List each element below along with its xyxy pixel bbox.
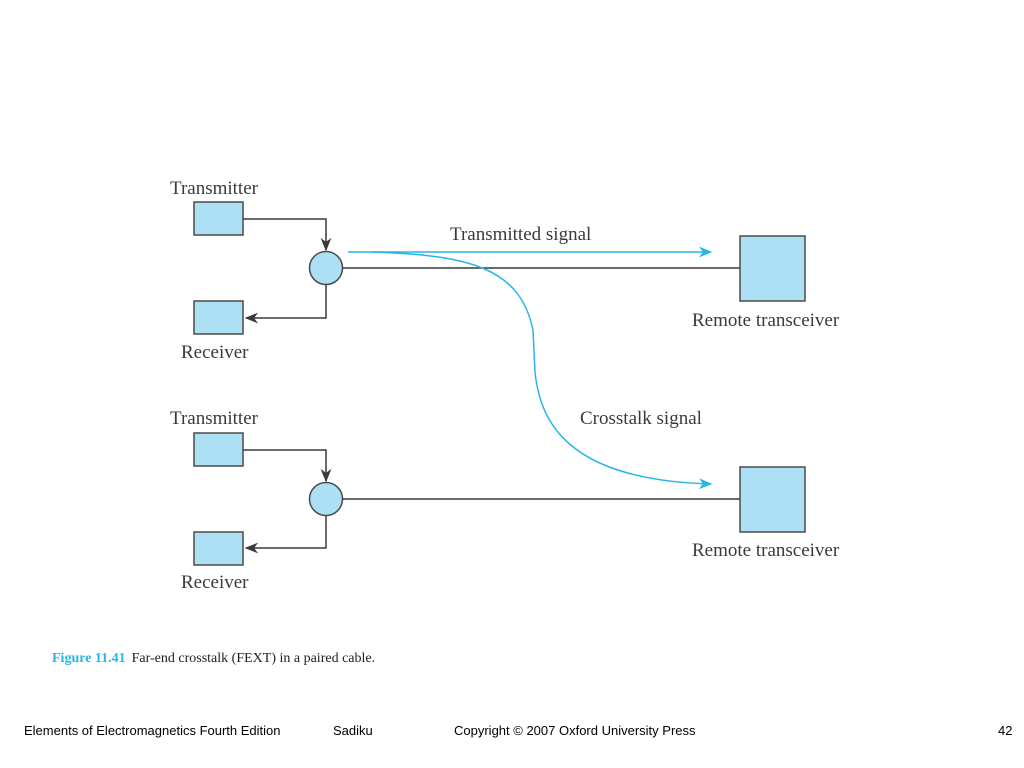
footer-page-number: 42: [998, 723, 1013, 738]
transmitter-top-box: [193, 201, 244, 236]
remote-transceiver-bottom-box: [739, 466, 806, 533]
transmitter-bottom-connector: [243, 449, 332, 483]
fext-diagram: Transmitter Receiver Remote transceiver …: [170, 178, 840, 593]
transmitter-bottom-box: [193, 432, 244, 467]
hybrid-top-node: [308, 250, 344, 286]
transmitted-signal-label: Transmitted signal: [450, 224, 591, 245]
receiver-top-box: [193, 300, 244, 335]
transmitter-top-connector: [243, 218, 332, 252]
remote-transceiver-top-box: [739, 235, 806, 302]
receiver-top-connector: [244, 285, 327, 324]
receiver-top-label: Receiver: [181, 342, 249, 363]
figure-caption: Figure 11.41 Far-end crosstalk (FEXT) in …: [52, 651, 375, 667]
hybrid-bottom-node: [308, 481, 344, 517]
crosstalk-signal-label: Crosstalk signal: [580, 408, 702, 429]
receiver-bottom-label: Receiver: [181, 572, 249, 593]
footer-copyright: Copyright © 2007 Oxford University Press: [454, 723, 696, 738]
figure-number: Figure 11.41: [52, 651, 126, 666]
remote-transceiver-bottom-label: Remote transceiver: [692, 540, 840, 561]
footer-book-title: Elements of Electromagnetics Fourth Edit…: [24, 723, 281, 738]
transmitter-bottom-label: Transmitter: [170, 408, 259, 429]
footer-author: Sadiku: [333, 723, 373, 738]
caption-text: Far-end crosstalk (FEXT) in a paired cab…: [131, 651, 376, 666]
receiver-bottom-box: [193, 531, 244, 566]
transmitter-top-label: Transmitter: [170, 178, 259, 199]
receiver-bottom-connector: [244, 516, 327, 554]
crosstalk-signal-arrow: [371, 251, 713, 490]
remote-transceiver-top-label: Remote transceiver: [692, 310, 840, 331]
